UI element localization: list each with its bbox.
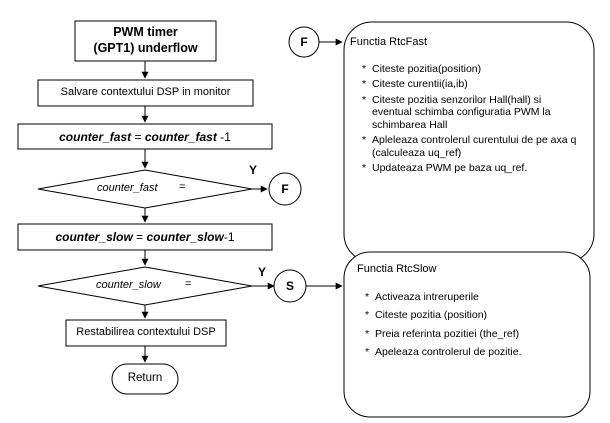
return-terminal	[111, 363, 179, 395]
fast-note-title: Functia RtcFast	[350, 36, 428, 48]
decrement-fast-box	[17, 123, 273, 150]
decision-fast-op: =	[179, 181, 186, 193]
decision-slow-op: =	[185, 278, 192, 290]
slow-tail: -1	[223, 230, 235, 244]
connector-fast-circle	[268, 172, 302, 206]
slow-note-title: Functia RtcSlow	[357, 263, 437, 275]
yes-fast-label: Y	[249, 163, 258, 177]
fast-var-1: counter_fast	[59, 130, 132, 144]
fast-note-item: Citeste pozitia(position)	[362, 63, 582, 76]
fast-note-item: Citeste pozitia senzorilor Hall(hall) si…	[362, 94, 582, 132]
start-label-line2: (GPT1) underflow	[93, 41, 198, 55]
slow-note: Functia RtcSlow Activeaza intreruperile …	[357, 263, 583, 365]
start-label-line1: PWM timer	[113, 25, 178, 39]
slow-note-list: Activeaza intreruperile Citeste pozitia …	[365, 291, 583, 359]
decrement-slow-box	[17, 223, 273, 251]
fast-note-item: Updateaza PWM pe baza uq_ref.	[362, 162, 582, 175]
fast-note-item: Apleleaza controlerul curentului de pe a…	[362, 134, 582, 159]
connector-slow-label: S	[285, 279, 294, 293]
decision-slow-var: counter_slow	[96, 279, 161, 291]
fast-eq: =	[131, 130, 145, 144]
start-label: PWM timer (GPT1) underflow	[75, 24, 216, 56]
start-box	[74, 20, 217, 62]
decrement-fast-label: counter_fast = counter_fast -1	[18, 130, 272, 144]
fast-note: Functia RtcFast Citeste pozitia(position…	[350, 36, 582, 178]
fast-note-item: Citeste curentii(ia,ib)	[362, 78, 582, 91]
slow-var-1: counter_slow	[55, 230, 133, 244]
slow-note-item: Preia referinta pozitiei (the_ref)	[365, 328, 583, 341]
note-fast-connector-label: F	[300, 35, 308, 49]
save-context-box	[37, 79, 254, 107]
decrement-slow-label: counter_slow = counter_slow-1	[18, 230, 272, 244]
slow-note-item: Activeaza intreruperile	[365, 291, 583, 304]
decision-slow-label: counter_slow	[96, 279, 161, 291]
fast-var-2: counter_fast	[144, 130, 217, 144]
slow-var-2: counter_slow	[146, 230, 224, 244]
save-context-label: Salvare contextului DSP in monitor	[60, 86, 231, 98]
decision-fast-var: counter_fast	[97, 182, 158, 194]
return-label: Return	[127, 372, 163, 384]
yes-slow-label: Y	[258, 265, 267, 279]
fast-tail: -1	[216, 130, 231, 144]
connector-fast-label: F	[281, 182, 289, 196]
fast-note-list: Citeste pozitia(position) Citeste curent…	[362, 63, 582, 175]
restore-context-box	[65, 319, 227, 347]
slow-eq: =	[132, 230, 147, 244]
slow-note-item: Citeste pozitia (position)	[365, 309, 583, 322]
restore-context-label: Restabilirea contextului DSP	[76, 326, 216, 338]
decision-fast-label: counter_fast	[97, 182, 158, 194]
slow-note-item: Apeleaza controlerul de pozitie.	[365, 346, 583, 359]
